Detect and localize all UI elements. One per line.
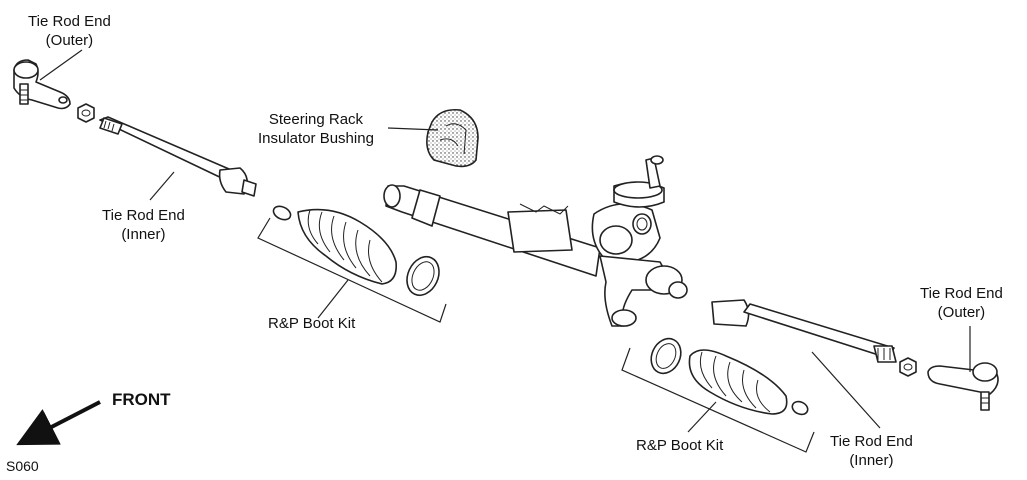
front-arrow: [16, 400, 101, 446]
label-tie-rod-end-inner-right: Tie Rod End (Inner): [830, 433, 913, 469]
right-jam-nut: [899, 357, 917, 377]
label-tie-rod-end-outer-left: Tie Rod End (Outer): [28, 13, 111, 49]
leader-boot-left: [317, 279, 349, 319]
right-boot-clamp-small: [791, 400, 809, 416]
label-tie-rod-end-inner-left: Tie Rod End (Inner): [102, 207, 185, 243]
label-tie-rod-end-outer-right: Tie Rod End (Outer): [920, 285, 1003, 321]
left-boot-clamp-large: [406, 255, 440, 297]
label-steering-rack-insulator-bushing: Steering Rack Insulator Bushing: [258, 111, 374, 147]
left-boot-clamp-small: [272, 205, 292, 221]
left-outer-tie-rod-end: [13, 59, 71, 110]
leader-inner-right: [811, 351, 881, 429]
leader-outer-left: [39, 49, 83, 81]
leader-boot-right: [687, 401, 717, 433]
right-outer-tie-rod-end: [927, 362, 999, 411]
right-boot-clamp-large: [650, 337, 682, 375]
left-jam-nut: [77, 103, 95, 123]
label-boot-kit-right: R&P Boot Kit: [636, 437, 724, 454]
left-inner-tie-rod: [99, 116, 257, 197]
rack-and-pinion-housing: [383, 155, 688, 327]
left-boot-kit-bracket: [257, 217, 447, 323]
label-figure-code: S060: [6, 458, 39, 474]
right-rack-boot: [688, 349, 788, 415]
steering-rack-insulator-bushing: [426, 108, 479, 168]
right-inner-tie-rod: [711, 299, 897, 363]
right-boot-kit-bracket: [621, 347, 815, 453]
label-front: FRONT: [112, 390, 171, 409]
leader-bushing: [387, 127, 439, 131]
left-rack-boot: [297, 208, 398, 285]
leader-inner-left: [149, 171, 175, 201]
label-boot-kit-left: R&P Boot Kit: [268, 315, 356, 332]
